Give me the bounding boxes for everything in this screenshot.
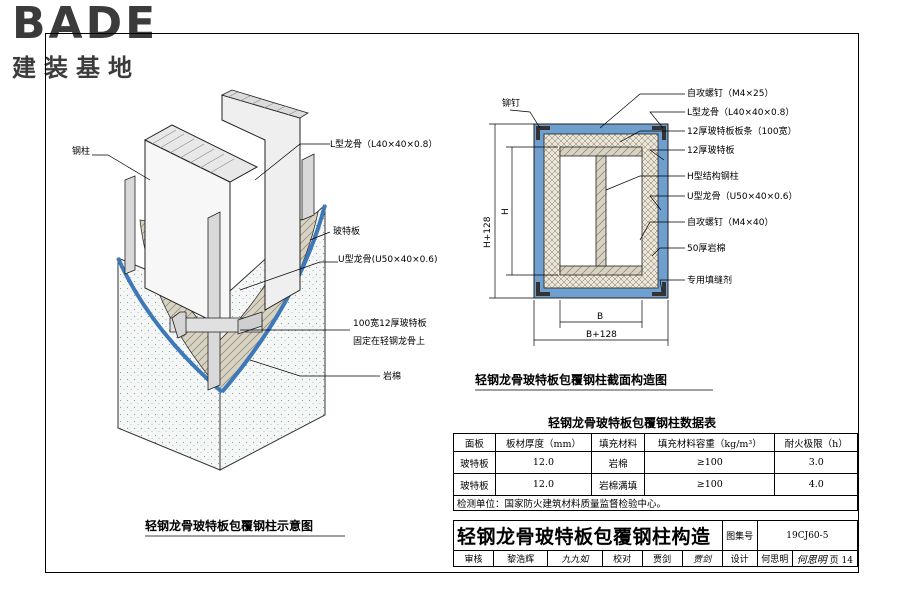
dim-h-total: H+128 — [483, 216, 493, 248]
label-u-keel-right: U型龙骨（U50×40×0.6） — [687, 190, 797, 202]
design-name: 何思明 — [756, 550, 793, 567]
page-number-cell: 何思明 页 14 — [791, 550, 859, 567]
dim-b-total: B+128 — [586, 330, 617, 340]
table-header-cell: 耐火极限（h） — [774, 433, 858, 452]
table-cell: 岩棉满填 — [591, 473, 646, 496]
label-l-keel-right: L型龙骨（L40×40×0.8） — [687, 106, 794, 118]
atlas-number: 19CJ60-5 — [756, 520, 859, 551]
title-block: 轻钢龙骨玻特板包覆钢柱构造 图集号 19CJ60-5 审核 黎浩辉 九九如 校对… — [453, 520, 859, 567]
isometric-column-drawing — [116, 89, 327, 471]
table-header-row: 面板 板材厚度（mm） 填充材料 填充材料容重（kg/m³） 耐火极限（h） — [453, 433, 858, 452]
check-label: 校对 — [601, 550, 643, 567]
table-cell: 玻特板 — [453, 473, 496, 496]
check-name: 贾剑 — [641, 550, 683, 567]
table-cell: 12.0 — [494, 473, 593, 496]
check-signature: 贾剑 — [681, 550, 723, 567]
review-name: 黎浩辉 — [492, 550, 549, 567]
table-cell: 4.0 — [774, 473, 858, 496]
page-label: 页 — [829, 556, 839, 566]
left-leader-lines — [92, 143, 380, 377]
label-sealant: 专用填缝剂 — [687, 274, 732, 286]
label-rock-wool-left: 岩棉 — [383, 370, 401, 382]
page-number: 14 — [841, 556, 853, 566]
fire-resistance-table: 面板 板材厚度（mm） 填充材料 填充材料容重（kg/m³） 耐火极限（h） 玻… — [453, 433, 858, 511]
atlas-label: 图集号 — [721, 520, 758, 551]
table-title: 轻钢龙骨玻特板包覆钢柱数据表 — [548, 416, 717, 430]
table-note-row: 检测单位：国家防火建筑材料质量监督检验中心。 — [453, 495, 858, 511]
table-header-cell: 填充材料 — [591, 433, 646, 452]
left-drawing-title: 轻钢龙骨玻特板包覆钢柱示意图 — [145, 518, 313, 533]
design-signature: 何思明 — [796, 555, 827, 566]
label-rock-wool-right: 50厚岩棉 — [687, 242, 725, 254]
table-cell: 12.0 — [494, 451, 593, 474]
dimension-labels: H+128 H B B+128 — [483, 208, 617, 340]
label-screw-40: 自攻螺钉（M4×40） — [687, 216, 774, 228]
design-label: 设计 — [721, 550, 758, 567]
table-row: 玻特板 12.0 岩棉满填 ≥100 4.0 — [453, 473, 858, 496]
label-steel-column: 钢柱 — [72, 145, 90, 157]
label-board-left: 玻特板 — [333, 225, 360, 237]
table-note: 检测单位：国家防火建筑材料质量监督检验中心。 — [453, 495, 858, 511]
right-labels: 铆钉 自攻螺钉（M4×25） L型龙骨（L40×40×0.8） 12厚玻特板板条… — [502, 87, 797, 286]
right-leader-lines — [509, 93, 685, 293]
cross-section-drawing — [489, 123, 669, 346]
label-rivet: 铆钉 — [502, 97, 520, 109]
dim-h: H — [501, 208, 511, 215]
drawing-frame — [45, 33, 859, 573]
label-board-strip: 12厚玻特板板条（100宽） — [687, 125, 797, 137]
left-labels: 钢柱 L型龙骨（L40×40×0.8） 玻特板 U型龙骨(U50×40×0.6)… — [72, 138, 438, 382]
review-signature: 九九如 — [547, 550, 603, 567]
label-board-right: 12厚玻特板 — [687, 144, 734, 156]
table-cell: ≥100 — [644, 451, 776, 474]
table-cell: 3.0 — [774, 451, 858, 474]
table-cell: 玻特板 — [453, 451, 496, 474]
logo-subtitle: 建装基地 — [12, 54, 140, 82]
dim-b: B — [597, 312, 603, 322]
label-screw-25: 自攻螺钉（M4×25） — [687, 87, 774, 99]
table-header-cell: 面板 — [453, 433, 496, 452]
label-strip-line1: 100宽12厚玻特板 — [353, 317, 427, 329]
table-header-cell: 板材厚度（mm） — [494, 433, 593, 452]
table-header-cell: 填充材料容重（kg/m³） — [644, 433, 776, 452]
label-u-keel-left: U型龙骨(U50×40×0.6) — [338, 253, 438, 265]
label-h-column: H型结构钢柱 — [687, 170, 739, 182]
review-label: 审核 — [453, 550, 494, 567]
table-cell: 岩棉 — [591, 451, 646, 474]
logo-wordmark: BADE — [12, 0, 159, 49]
table-row: 玻特板 12.0 岩棉 ≥100 3.0 — [453, 451, 858, 474]
right-drawing-title: 轻钢龙骨玻特板包覆钢柱截面构造图 — [475, 372, 667, 387]
label-l-keel-left: L型龙骨（L40×40×0.8） — [330, 138, 437, 150]
drawing-title: 轻钢龙骨玻特板包覆钢柱构造 — [453, 520, 723, 551]
table-cell: ≥100 — [644, 473, 776, 496]
label-strip-line2: 固定在轻钢龙骨上 — [353, 335, 425, 347]
bade-logo: BADE 建装基地 — [8, 0, 178, 84]
